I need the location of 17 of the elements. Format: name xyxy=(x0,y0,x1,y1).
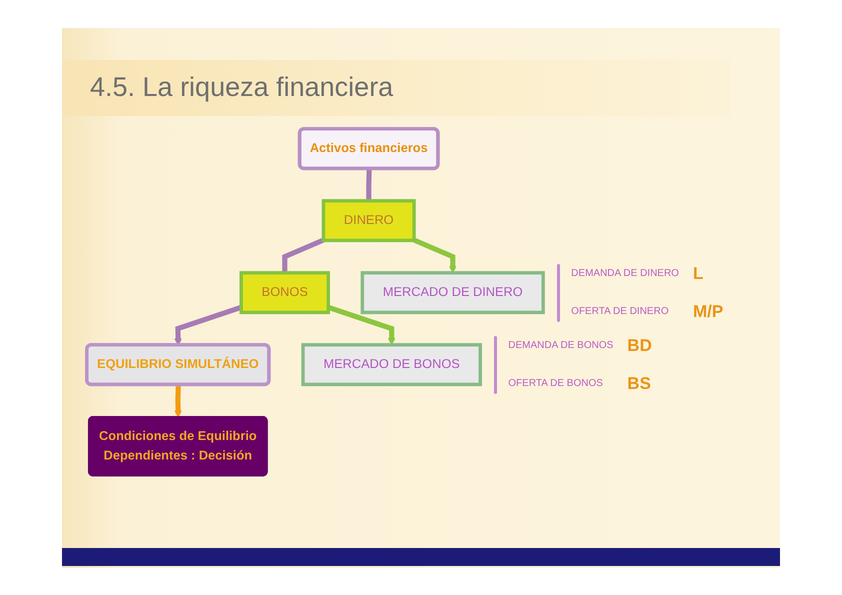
symbol-label: BS xyxy=(627,374,652,394)
arrow xyxy=(174,384,182,418)
node-box: MERCADO DE DINERO xyxy=(360,271,545,314)
connector xyxy=(282,238,324,273)
arrow xyxy=(413,238,457,274)
symbol-label: BD xyxy=(627,336,652,356)
node-box: BONOS xyxy=(240,271,330,314)
market-side-label: OFERTA DE DINERO xyxy=(571,306,670,318)
symbol-label: L xyxy=(692,264,704,284)
slide-title: 4.5. La riqueza financiera xyxy=(90,72,394,103)
market-side-label: DEMANDA DE DINERO xyxy=(571,268,679,280)
connector xyxy=(366,168,372,201)
node-box: MERCADO DE BONOS xyxy=(301,343,482,386)
market-side-label: DEMANDA DE BONOS xyxy=(508,340,614,352)
symbol-label: M/P xyxy=(692,302,724,322)
node-box: DINERO xyxy=(322,199,416,242)
market-side-label: OFERTA DE BONOS xyxy=(508,378,604,390)
